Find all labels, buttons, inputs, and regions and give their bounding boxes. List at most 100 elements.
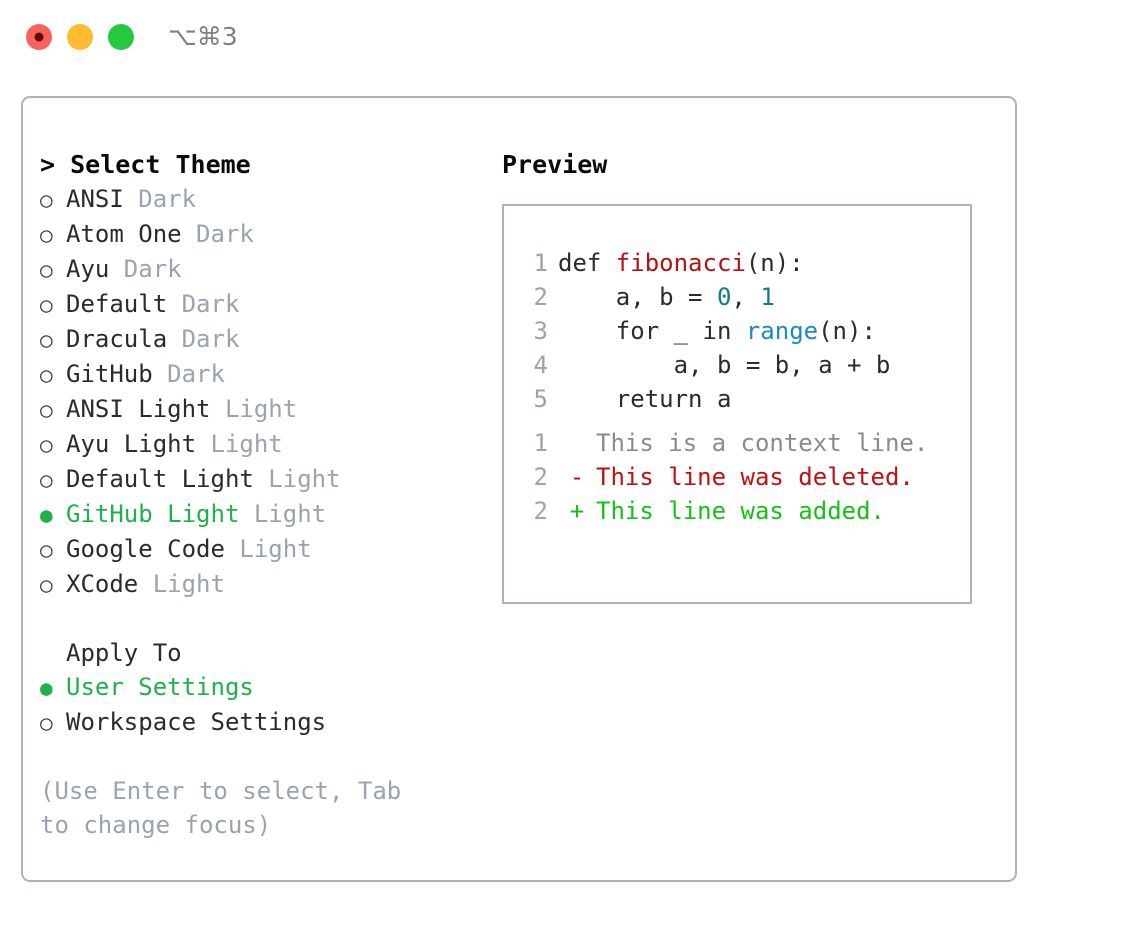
keyboard-shortcut-label: ⌥⌘3 — [168, 22, 238, 51]
theme-option-atom-one[interactable]: ○ Atom One Dark — [40, 217, 490, 252]
maximize-button-icon[interactable] — [108, 24, 134, 50]
code-line-content: a, b = b, a + b — [558, 348, 891, 382]
diff-line-text: This is a context line. — [596, 429, 929, 457]
theme-option-ansi-light[interactable]: ○ ANSI Light Light — [40, 392, 490, 427]
theme-option-label: Default Light — [66, 465, 254, 493]
theme-option-default[interactable]: ○ Default Dark — [40, 287, 490, 322]
apply-to-option-label: Workspace Settings — [66, 708, 327, 736]
apply-to-option-label: User Settings — [66, 673, 254, 701]
title-bar: ⌥⌘3 — [0, 0, 1140, 80]
code-token-function: fibonacci — [615, 249, 746, 277]
theme-variant-tag: Light — [239, 500, 327, 528]
theme-option-github[interactable]: ○GitHub Dark — [40, 357, 490, 392]
theme-variant-tag: Light — [224, 535, 312, 563]
preview-title: Preview — [502, 150, 608, 179]
theme-variant-tag: Dark — [109, 255, 182, 283]
theme-option-github-light[interactable]: ● GitHub Light Light — [40, 497, 490, 532]
keyboard-hint-text: (Use Enter to select, Tab to change focu… — [40, 777, 402, 839]
code-line-number: 4 — [533, 351, 548, 379]
theme-option-label: Dracula — [66, 325, 168, 353]
code-token-plain: (n): — [745, 249, 804, 277]
radio-unselected-icon: ○ — [40, 363, 53, 387]
theme-option-label: GitHub Light — [66, 500, 240, 528]
code-token-number: 1 — [760, 283, 775, 311]
radio-unselected-icon: ○ — [40, 223, 53, 247]
diff-line-added: 2+This line was added. — [522, 494, 962, 528]
theme-option-label: Ayu Light — [66, 430, 197, 458]
theme-option-dracula[interactable]: ○ Dracula Dark — [40, 322, 490, 357]
theme-option-ayu-light[interactable]: ○ Ayu Light Light — [40, 427, 490, 462]
code-token-plain: , — [731, 283, 761, 311]
theme-option-label: Ayu — [66, 255, 110, 283]
theme-picker-header: > Select Theme — [40, 150, 251, 179]
code-token-plain: def — [558, 249, 616, 277]
theme-variant-tag: Light — [210, 395, 298, 423]
close-button-icon[interactable] — [26, 24, 52, 50]
diff-line-number: 1 — [533, 429, 548, 457]
code-token-plain: for _ in — [558, 317, 746, 345]
theme-variant-tag: Dark — [181, 220, 254, 248]
theme-option-label: ANSI Light — [66, 395, 211, 423]
diff-marker-icon — [558, 426, 596, 460]
theme-variant-tag: Dark — [123, 185, 197, 213]
code-line-content: def fibonacci(n): — [558, 246, 804, 280]
theme-variant-tag: Dark — [167, 290, 240, 318]
code-token-builtin: range — [745, 317, 819, 345]
theme-option-label: Default — [66, 290, 168, 318]
diff-line-number: 2 — [533, 463, 548, 491]
theme-option-default-light[interactable]: ○Default Light Light — [40, 462, 490, 497]
apply-to-header: Apply To — [66, 639, 182, 667]
radio-unselected-icon: ○ — [40, 398, 53, 422]
radio-unselected-icon: ○ — [40, 433, 53, 457]
theme-option-label: Atom One — [66, 220, 182, 248]
radio-unselected-icon: ○ — [40, 188, 53, 212]
code-line: 3 for _ in range(n): — [522, 314, 962, 348]
code-token-number: 0 — [716, 283, 732, 311]
apply-to-list: ●User Settings ○ Workspace Settings — [40, 670, 490, 740]
radio-unselected-icon: ○ — [40, 328, 53, 352]
code-line: 4 a, b = b, a + b — [522, 348, 962, 382]
code-line-number: 5 — [533, 385, 548, 413]
diff-line-deleted: 2-This line was deleted. — [522, 460, 962, 494]
code-line-content: return a — [558, 382, 732, 416]
diff-marker-icon: - — [569, 463, 585, 491]
code-token-plain: (n): — [818, 317, 876, 345]
radio-unselected-icon: ○ — [40, 258, 53, 282]
main-panel: > Select Theme ○ANSI Dark○Atom One Dark○… — [21, 96, 1017, 882]
theme-option-ayu[interactable]: ○ Ayu Dark — [40, 252, 490, 287]
code-line: 5 return a — [522, 382, 962, 416]
diff-line-number: 2 — [533, 497, 548, 525]
apply-to-option-user-settings[interactable]: ●User Settings — [40, 670, 490, 705]
diff-sample: 1 This is a context line.2-This line was… — [522, 426, 962, 528]
theme-variant-tag: Light — [196, 430, 283, 458]
theme-variant-tag: Light — [253, 465, 341, 493]
theme-option-label: ANSI — [66, 185, 124, 213]
theme-option-ansi[interactable]: ○ ANSI Dark — [40, 182, 490, 217]
code-token-plain: return a — [558, 385, 732, 413]
minimize-button-icon[interactable] — [67, 24, 93, 50]
code-line-content: a, b = 0, 1 — [558, 280, 775, 314]
theme-option-xcode[interactable]: ○XCode Light — [40, 567, 490, 602]
radio-selected-icon: ● — [40, 503, 53, 527]
theme-variant-tag: Dark — [167, 325, 240, 353]
theme-option-label: GitHub — [66, 360, 153, 388]
radio-unselected-icon: ○ — [40, 538, 53, 562]
code-line: 2 a, b = 0, 1 — [522, 280, 962, 314]
code-line-number: 2 — [533, 283, 548, 311]
radio-unselected-icon: ○ — [40, 711, 53, 735]
theme-variant-tag: Light — [138, 570, 225, 598]
radio-unselected-icon: ○ — [40, 293, 53, 317]
theme-option-label: Google Code — [66, 535, 225, 563]
code-line-content: for _ in range(n): — [558, 314, 876, 348]
code-token-plain: a, b = — [558, 283, 717, 311]
theme-option-google-code[interactable]: ○ Google Code Light — [40, 532, 490, 567]
radio-unselected-icon: ○ — [40, 573, 53, 597]
apply-to-option-workspace-settings[interactable]: ○ Workspace Settings — [40, 705, 490, 740]
code-token-plain: a, b = b, a + b — [558, 351, 891, 379]
diff-line-context: 1 This is a context line. — [522, 426, 962, 460]
